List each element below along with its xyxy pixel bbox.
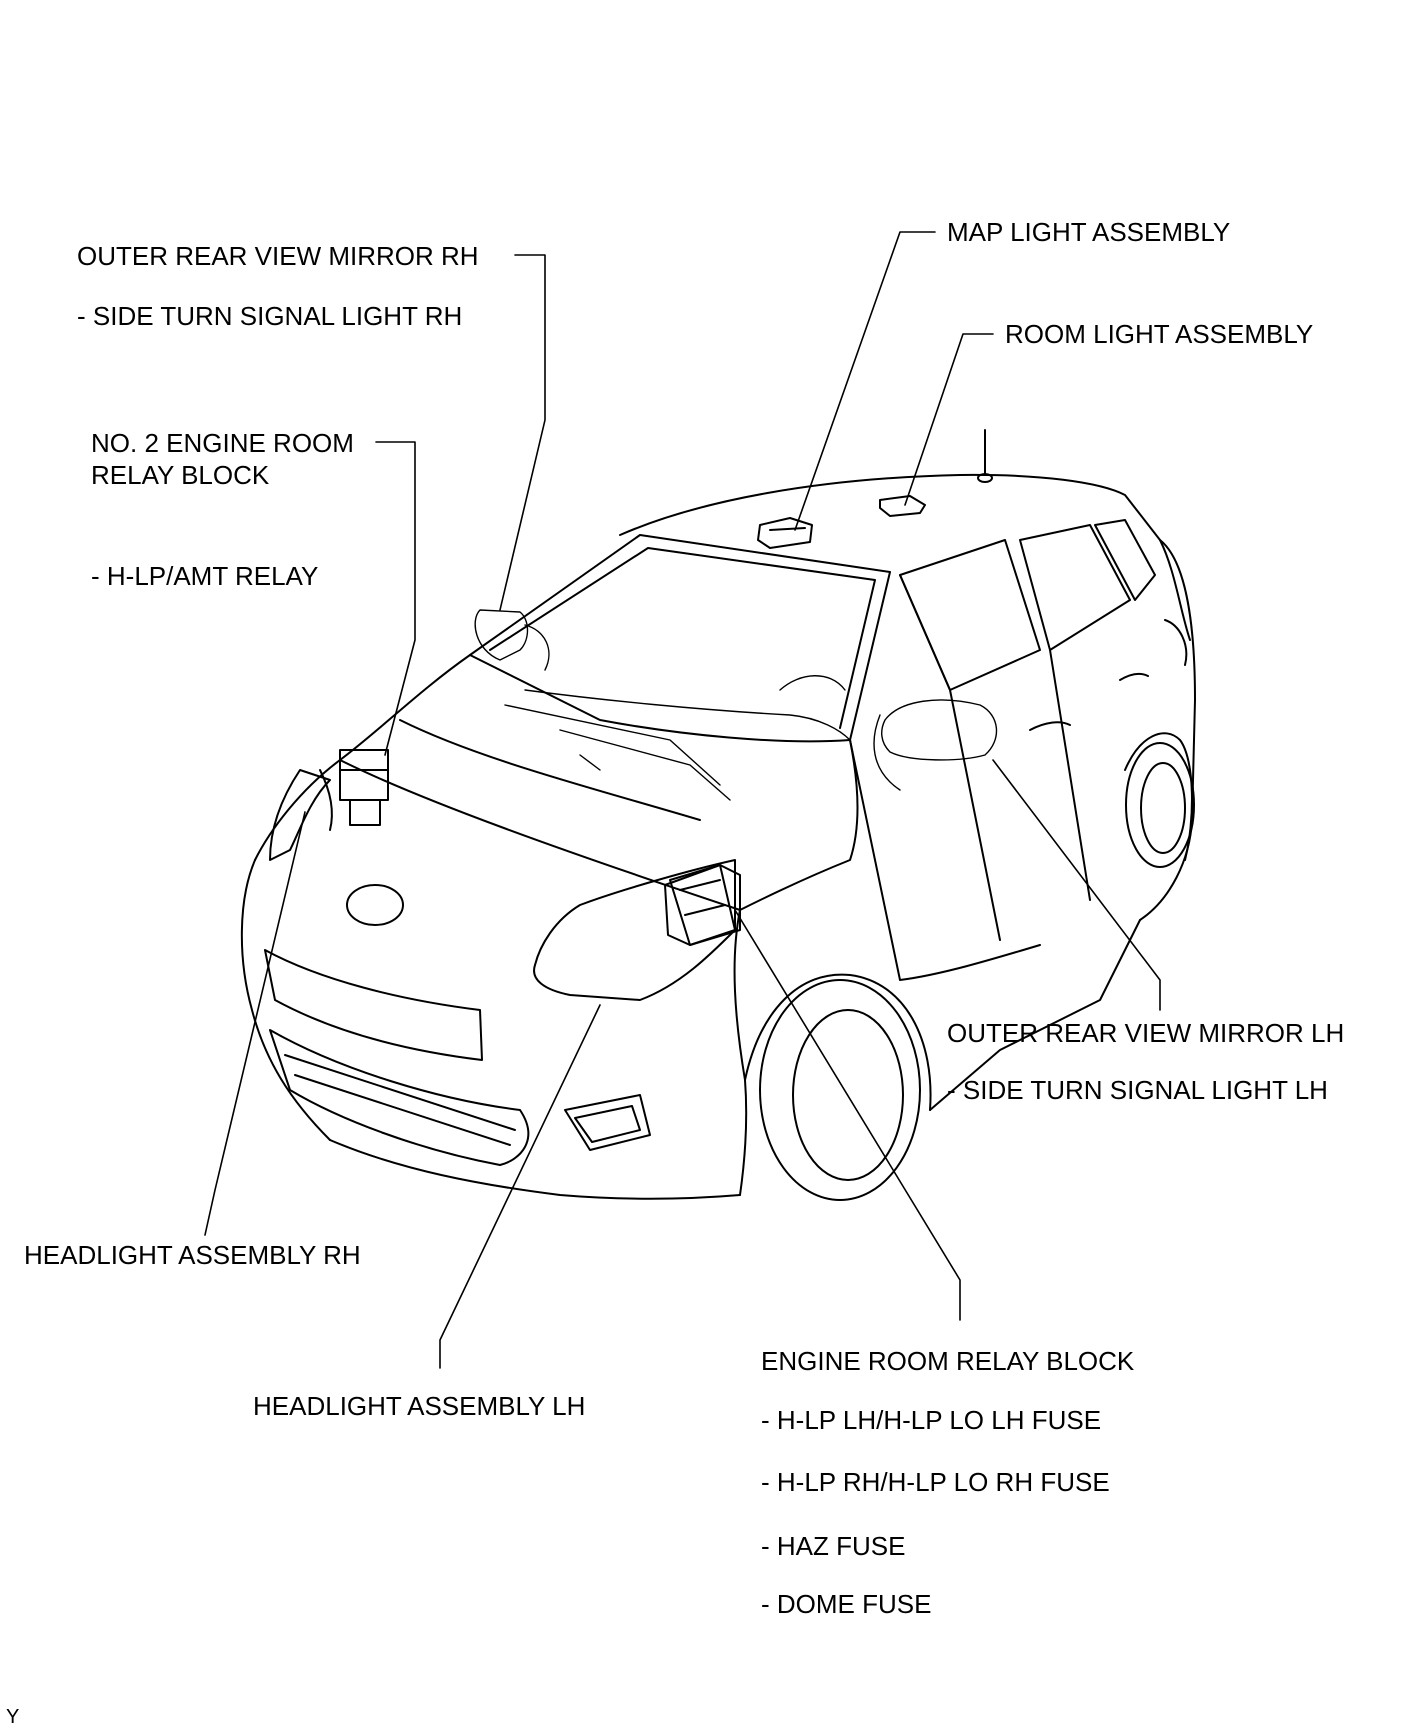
corner-mark: Y (6, 1706, 20, 1728)
label-engine-relay-block: ENGINE ROOM RELAY BLOCK (761, 1346, 1135, 1376)
label-engine-relay-fuse-3: - HAZ FUSE (761, 1531, 906, 1561)
label-outer-mirror-lh: OUTER REAR VIEW MIRROR LH (947, 1018, 1345, 1048)
room-light-component (879, 495, 926, 517)
leader-engine-relay-block (734, 909, 961, 1321)
leader-lines (204, 231, 1161, 1369)
engine-relay-block-component (664, 864, 741, 946)
leader-room-light (904, 333, 994, 506)
leader-no2-relay-block (375, 441, 416, 756)
leader-headlight-lh (439, 1004, 601, 1369)
label-engine-relay-fuse-1: - H-LP LH/H-LP LO LH FUSE (761, 1405, 1102, 1435)
leader-map-light (794, 231, 936, 531)
label-no2-relay-block-line1: NO. 2 ENGINE ROOM (91, 428, 354, 458)
label-outer-mirror-rh: OUTER REAR VIEW MIRROR RH (77, 241, 479, 271)
label-outer-mirror-lh-sub: - SIDE TURN SIGNAL LIGHT LH (947, 1075, 1328, 1105)
label-engine-relay-fuse-2: - H-LP RH/H-LP LO RH FUSE (761, 1467, 1110, 1497)
leader-outer-mirror-lh (992, 759, 1161, 1011)
interior-details (474, 609, 998, 801)
headlight-lh-component (533, 859, 736, 1001)
leader-headlight-rh (204, 811, 306, 1236)
label-room-light: ROOM LIGHT ASSEMBLY (1005, 319, 1314, 349)
label-headlight-rh: HEADLIGHT ASSEMBLY RH (24, 1240, 361, 1270)
car-body-outline (240, 429, 1196, 1201)
label-map-light: MAP LIGHT ASSEMBLY (947, 217, 1231, 247)
no2-relay-block-component (339, 749, 389, 826)
label-no2-relay-block-sub: - H-LP/AMT RELAY (91, 561, 319, 591)
headlight-rh-component (269, 769, 333, 861)
label-engine-relay-fuse-4: - DOME FUSE (761, 1589, 932, 1619)
leader-outer-mirror-rh (499, 254, 546, 611)
map-light-component (757, 517, 813, 549)
label-outer-mirror-rh-sub: - SIDE TURN SIGNAL LIGHT RH (77, 301, 463, 331)
label-no2-relay-block-line2: RELAY BLOCK (91, 460, 270, 490)
label-headlight-lh: HEADLIGHT ASSEMBLY LH (253, 1391, 586, 1421)
